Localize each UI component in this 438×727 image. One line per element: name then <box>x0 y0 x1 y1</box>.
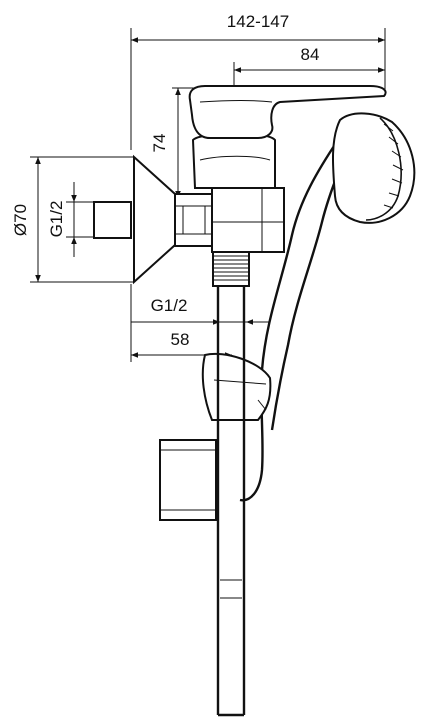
dim-lever-height: 74 <box>150 134 169 153</box>
dimension-labels: 142-147 84 74 Ø70 G1/2 G1/2 58 <box>11 12 319 349</box>
dim-flange-diameter: Ø70 <box>11 204 30 236</box>
dim-outlet-offset: 58 <box>171 330 190 349</box>
dim-inlet-thread: G1/2 <box>47 201 66 238</box>
dim-lever-reach: 84 <box>301 45 320 64</box>
hand-shower <box>159 112 416 521</box>
dim-overall-width: 142-147 <box>227 12 289 31</box>
dim-outlet-thread: G1/2 <box>151 296 188 315</box>
dimension-lines <box>30 28 386 362</box>
mixer-body <box>93 85 387 717</box>
